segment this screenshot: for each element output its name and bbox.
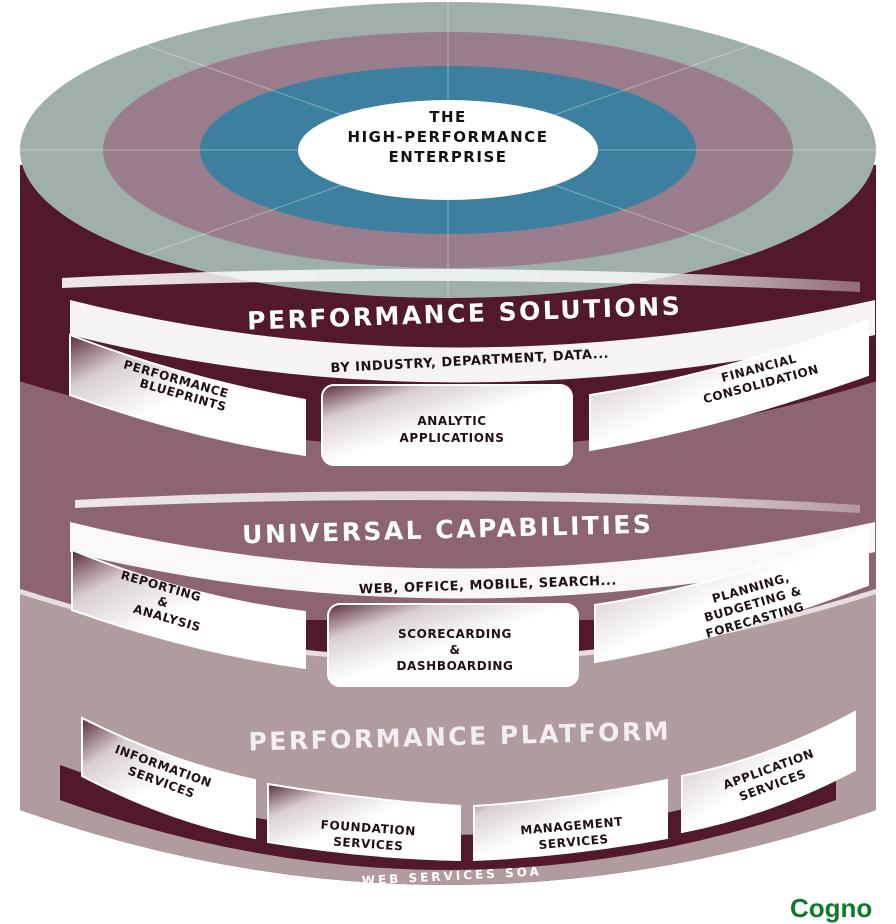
capabilities-item-scorecarding[interactable]: SCORECARDING & DASHBOARDING (327, 603, 579, 687)
platform-item-foundation[interactable]: FOUNDATION SERVICES (267, 782, 461, 862)
solutions-item-consolidation[interactable]: FINANCIAL CONSOLIDATION (589, 318, 869, 452)
capabilities-ribbon (70, 522, 875, 599)
cognos-logo: Cogno (790, 893, 872, 923)
core-circle (298, 100, 598, 200)
core-line-2: HIGH-PERFORMANCE (348, 128, 549, 146)
solutions-band: PERFORMANCE SOLUTIONS BY INDUSTRY, DEPAR… (62, 268, 875, 466)
base-ring (60, 765, 836, 870)
platform-item-line-1: FOUNDATION (320, 818, 416, 839)
capabilities-item-line-1: SCORECARDING (398, 627, 512, 641)
platform-item-line-2: SERVICES (538, 832, 609, 852)
platform-item-line-2: SERVICES (333, 835, 404, 854)
solutions-item-line-1: ANALYTIC (417, 414, 486, 428)
core-line-1: THE (429, 108, 467, 126)
capabilities-item-line-2: & (449, 643, 460, 657)
solutions-item-line-2: APPLICATIONS (400, 431, 505, 445)
solutions-item-analytic[interactable]: ANALYTIC APPLICATIONS (321, 384, 573, 466)
platform-item-management[interactable]: MANAGEMENT SERVICES (473, 778, 668, 862)
solutions-ribbon (70, 300, 875, 383)
cylinder-top: THE HIGH-PERFORMANCE ENTERPRISE (20, 2, 876, 298)
capabilities-item-line-2: & (156, 594, 171, 611)
capabilities-item-line-3: DASHBOARDING (396, 659, 513, 673)
core-line-3: ENTERPRISE (388, 148, 507, 166)
